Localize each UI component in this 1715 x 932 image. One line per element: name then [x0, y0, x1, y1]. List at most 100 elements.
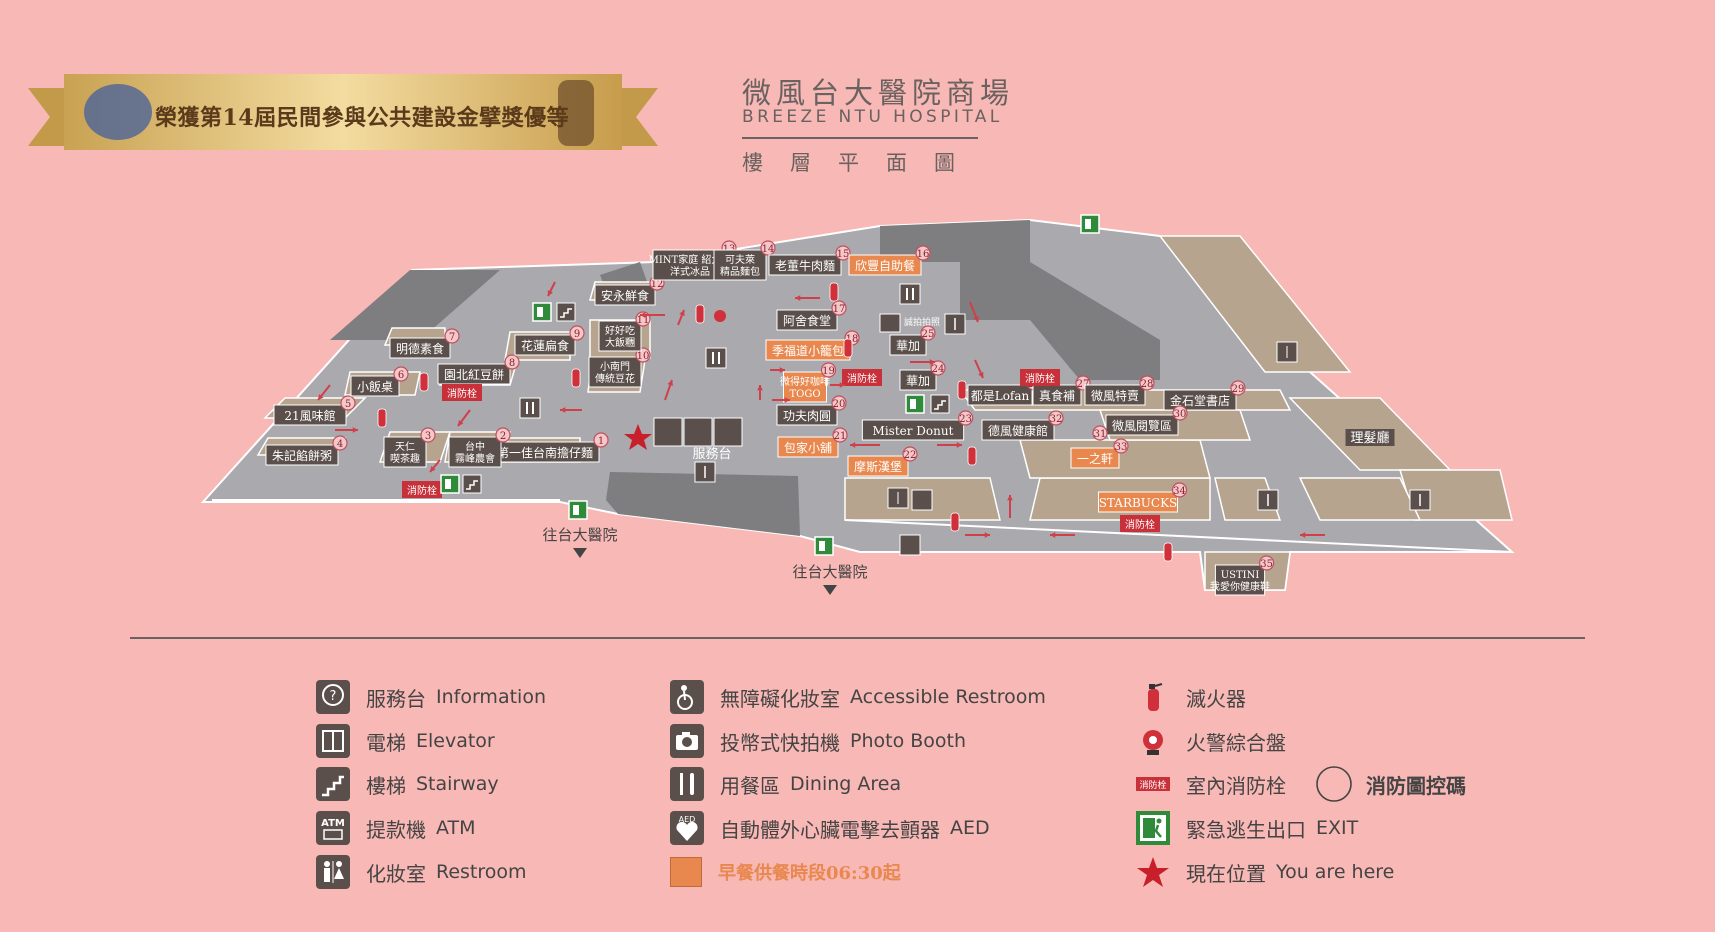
star-icon — [1137, 857, 1169, 887]
camera-icon — [670, 724, 704, 758]
store-label-11: 大飯糰 — [605, 336, 635, 349]
stairway-icon — [316, 767, 350, 801]
store-label-14: 精品麵包 — [720, 265, 760, 278]
store-label-1: 第一佳台南擔仔麵 — [497, 445, 593, 460]
stairway-icon — [556, 302, 576, 322]
to-hospital-left: 往台大醫院 — [542, 526, 617, 544]
legend-info-en: Information — [436, 686, 546, 708]
exit-icon-door — [537, 307, 543, 317]
store-number-badge — [1172, 405, 1188, 421]
legend-divider — [130, 637, 1585, 639]
store-label-35: USTINI — [1221, 570, 1260, 581]
store-number-16: 16 — [917, 249, 930, 260]
store-label-13: 洋式冰品 — [670, 265, 710, 278]
aed-icon — [653, 417, 683, 447]
store-number-20: 20 — [833, 399, 846, 410]
walkway-arrow-head — [784, 397, 790, 403]
store-number-33: 33 — [1115, 442, 1128, 453]
store-number-badge — [504, 354, 520, 370]
store-number-8: 8 — [509, 358, 515, 369]
hydrant-label-box — [442, 384, 482, 401]
store-label-box — [389, 337, 451, 359]
to-hospital-right: 往台大醫院 — [792, 563, 867, 581]
store-number-badge — [569, 325, 585, 341]
legend-accessible-en: Accessible Restroom — [850, 686, 1046, 708]
walkway-arrow-head — [757, 385, 763, 391]
walkway-arrow-head — [318, 394, 324, 400]
store-label-20: 功夫肉圓 — [783, 409, 831, 423]
store-number-badge — [1171, 482, 1188, 498]
walkway-arrow-head — [929, 359, 935, 365]
down-arrow-icon — [573, 548, 587, 558]
aed-icon: AED — [670, 811, 704, 845]
legend-here: 現在位置 You are here — [1136, 852, 1394, 892]
legend-atm: ATM 提款機 ATM — [316, 808, 476, 848]
walkway-arrow-head — [1007, 495, 1013, 501]
legend-hydrant: 消防栓 室內消防栓 消防圖控碼 — [1136, 764, 1466, 804]
fire-extinguisher-icon — [1163, 542, 1173, 562]
store-label-box — [889, 334, 927, 356]
exit-icon-door — [819, 541, 825, 551]
store-label-7: 明德素食 — [396, 341, 444, 356]
walkway-arrow-head — [640, 312, 646, 318]
svg-text:?: ? — [330, 689, 337, 704]
store-label-box — [1214, 564, 1266, 596]
info-icon: ? — [316, 680, 350, 714]
store-label-33: 一之軒 — [1077, 452, 1113, 466]
store-number-badge — [958, 410, 974, 426]
walkway-arrow-head — [779, 367, 785, 373]
store-label-35: 我愛你健康鞋 — [1210, 580, 1270, 593]
hydrant-label-box — [842, 369, 882, 386]
legend-hydrant-tag: 消防栓 — [1139, 779, 1166, 791]
store-number-14: 14 — [762, 244, 775, 255]
walkway-arrow-head — [560, 407, 566, 413]
store-label-11: 好好吃 — [605, 324, 635, 337]
hydrant-label: 消防栓 — [1125, 518, 1155, 531]
store-label-12: 安永鮮食 — [601, 288, 649, 303]
legend-stairway: 樓梯 Stairway — [316, 764, 499, 804]
legend-elevator-zh: 電梯 — [366, 730, 406, 755]
store-number-25: 25 — [922, 329, 935, 340]
store-label-3: 喫茶趣 — [390, 452, 420, 465]
store-label-box — [981, 419, 1055, 441]
store-number-34: 34 — [1173, 486, 1186, 497]
legend-exit-zh: 緊急逃生出口 — [1186, 817, 1306, 842]
store-label-14: 可夫萊 — [725, 254, 755, 266]
legend-stairway-zh: 樓梯 — [366, 773, 406, 798]
store-label-8: 園北紅豆餅 — [444, 367, 504, 382]
fire-extinguisher-icon — [957, 380, 967, 400]
shop-block — [1158, 235, 1352, 373]
store-label-29: 金石堂書店 — [1170, 393, 1230, 408]
store-number-7: 7 — [449, 332, 455, 343]
store-label-box — [768, 254, 842, 276]
info-icon — [683, 417, 713, 447]
store-number-5: 5 — [345, 399, 351, 410]
store-label-5: 21風味館 — [284, 408, 335, 423]
walkway-arrow-head — [1300, 532, 1306, 538]
legend-fire-alarm-zh: 火警綜合盤 — [1186, 730, 1286, 755]
shop-block — [1298, 477, 1422, 521]
store-number-30: 30 — [1174, 409, 1187, 420]
dark-zone-south — [606, 472, 800, 536]
store-number-badge — [760, 240, 776, 256]
award-figure-icon — [558, 80, 594, 146]
down-arrow-icon — [823, 585, 837, 595]
stairway-icon-steps — [934, 400, 946, 410]
fire-extinguisher-icon — [571, 368, 581, 388]
store-label-32: 德風健康館 — [988, 423, 1048, 438]
store-label-28: 微風特賣 — [1091, 388, 1139, 403]
store-label-box — [448, 436, 502, 468]
store-label-2: 台中 — [465, 440, 485, 453]
floor-map: 第一佳台南擔仔麵1台中霧峰農會2天仁喫茶趣3朱記餡餅粥421風味館5小飯桌6明德… — [200, 214, 1515, 596]
store-label-box — [273, 404, 347, 426]
hydrant-label-box — [1120, 515, 1160, 532]
store-number-18: 18 — [846, 334, 859, 345]
walkway-arrow-head — [352, 427, 358, 433]
store-label-box — [1084, 384, 1146, 406]
store-label-10: 小南門 — [600, 360, 630, 373]
fire-alarm-icon — [714, 310, 726, 322]
photo-booth-label: 誠拍拍照 — [904, 316, 940, 328]
store-label-box — [265, 444, 339, 466]
store-number-29: 29 — [1232, 384, 1245, 395]
